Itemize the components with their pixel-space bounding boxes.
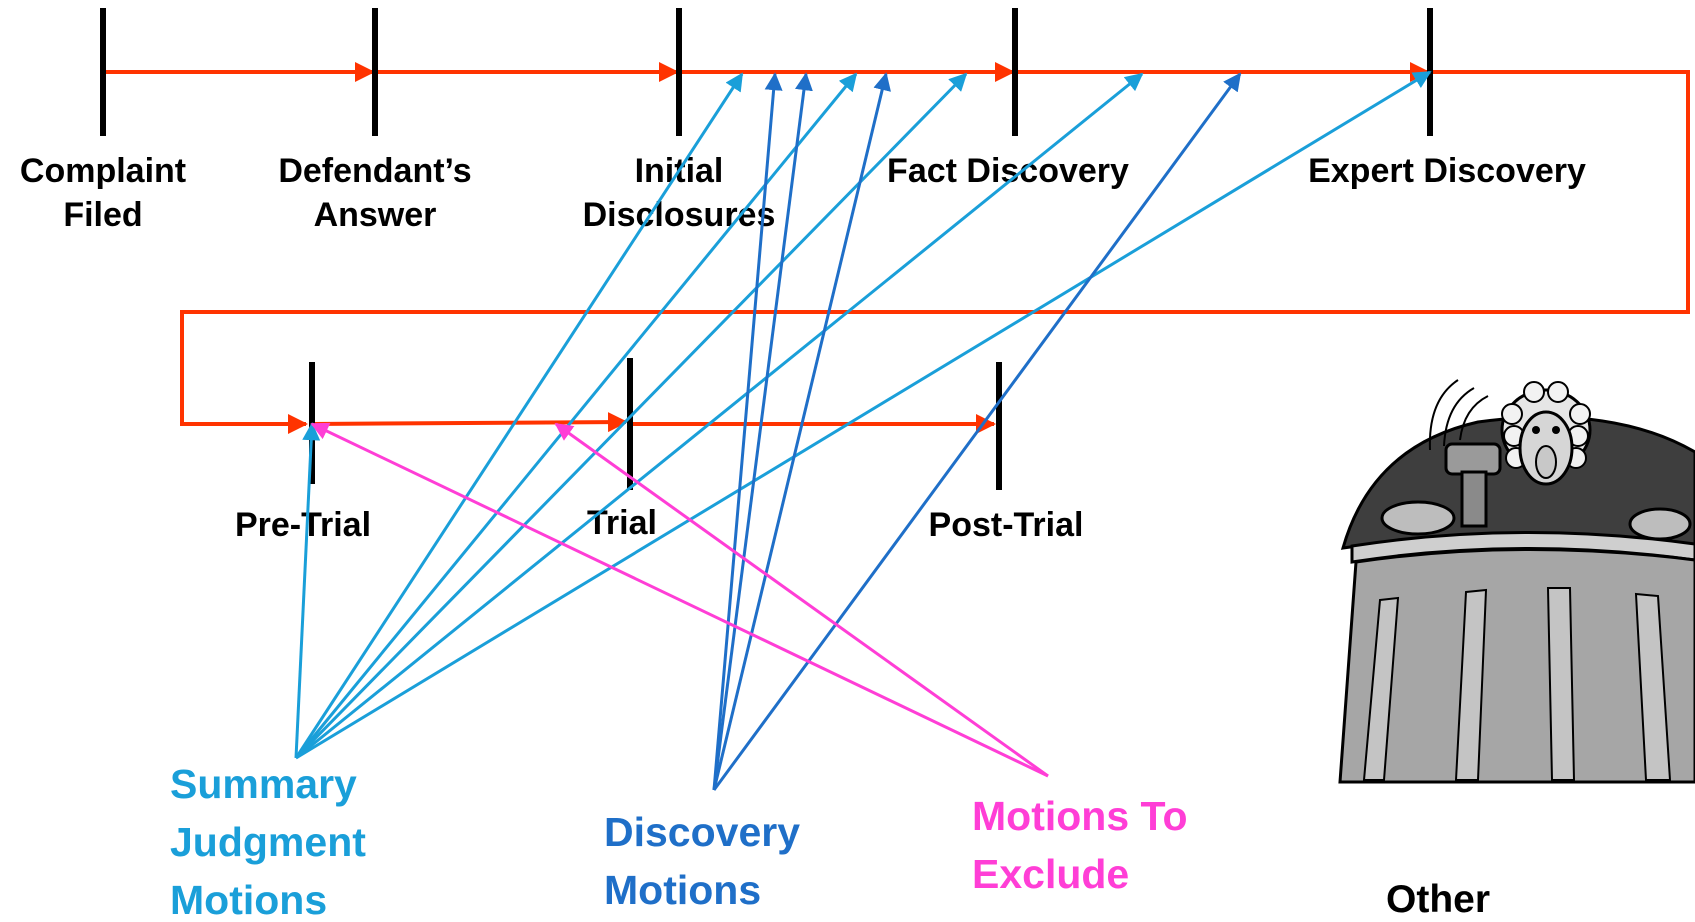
- gavel-motion-line: [1459, 395, 1489, 441]
- dm-label-line1: Discovery: [604, 809, 800, 855]
- ex-arrow-to-pre-trial: [310, 422, 1049, 778]
- stage-label-answer-line2: Answer: [314, 196, 437, 234]
- ex-label-line1: Motions To: [972, 793, 1188, 839]
- stage-label-complaint-line2: Filed: [63, 196, 142, 234]
- stage-label-answer-line1: Defendant’s: [278, 152, 471, 190]
- bench-panel: [1634, 592, 1672, 781]
- sj-arrow-to-pre-trial: [294, 422, 321, 759]
- judge-right-hand: [1628, 507, 1692, 541]
- timeline-connector: [180, 70, 1690, 434]
- judge-nose: [1535, 445, 1557, 479]
- sj-arrow-to-expert-discovery: [295, 70, 1432, 760]
- summary-judgment-label: Summary Judgment Motions: [170, 761, 366, 922]
- sj-label-line2: Judgment: [170, 819, 366, 865]
- bench-panel: [1362, 596, 1400, 781]
- sj-label-line3: Motions: [170, 877, 327, 922]
- discovery-motions-label: Discovery Motions: [604, 809, 800, 913]
- ex-label-line2: Exclude: [972, 851, 1129, 897]
- gavel-motion-line: [1428, 379, 1459, 451]
- sj-label-line1: Summary: [170, 761, 357, 807]
- sj-arrow-to-disclosures-2: [294, 72, 858, 759]
- gavel-handle: [1460, 470, 1488, 528]
- discovery-motion-arrows: [712, 72, 1242, 791]
- dm-label-line2: Motions: [604, 867, 761, 913]
- stage-label-post-trial: Post-Trial: [929, 506, 1084, 544]
- stage-labels-row2: Pre-Trial Trial Post-Trial: [235, 504, 1084, 544]
- stage-label-pre-trial: Pre-Trial: [235, 506, 371, 544]
- stage-label-trial: Trial: [587, 504, 657, 542]
- sj-arrow-to-disclosures: [294, 72, 744, 759]
- other-label: Other: [1386, 878, 1490, 921]
- stage-label-complaint-line1: Complaint: [20, 152, 186, 190]
- summary-judgment-arrows: [294, 70, 1432, 760]
- dm-arrow-1: [712, 72, 783, 791]
- exclude-motion-arrows: [310, 422, 1049, 778]
- stage-label-expert-discovery: Expert Discovery: [1308, 152, 1586, 190]
- dm-arrow-3: [712, 72, 891, 791]
- bench-panel: [1546, 587, 1576, 781]
- dm-arrow-2: [712, 72, 813, 791]
- stage-label-fact-discovery: Fact Discovery: [887, 152, 1129, 190]
- stage-label-disclosures-line2: Disclosures: [583, 196, 776, 234]
- sj-arrow-to-fact-discovery-2: [295, 72, 1144, 760]
- bench-panel: [1454, 588, 1488, 781]
- judge-illustration: [1338, 379, 1695, 784]
- sj-arrow-to-fact-discovery: [294, 72, 968, 760]
- stage-labels-row1: Complaint Filed Defendant’s Answer Initi…: [20, 152, 1586, 234]
- judge-left-hand: [1380, 500, 1456, 536]
- timeline-arrow: [311, 412, 628, 433]
- ex-arrow-to-trial: [554, 422, 1049, 778]
- bottom-timeline: [309, 358, 1002, 490]
- gavel-motion-line: [1443, 387, 1475, 447]
- motions-to-exclude-label: Motions To Exclude: [972, 793, 1188, 897]
- top-timeline: [100, 8, 1690, 434]
- dm-arrow-4: [712, 72, 1242, 791]
- gavel-head: [1444, 442, 1502, 476]
